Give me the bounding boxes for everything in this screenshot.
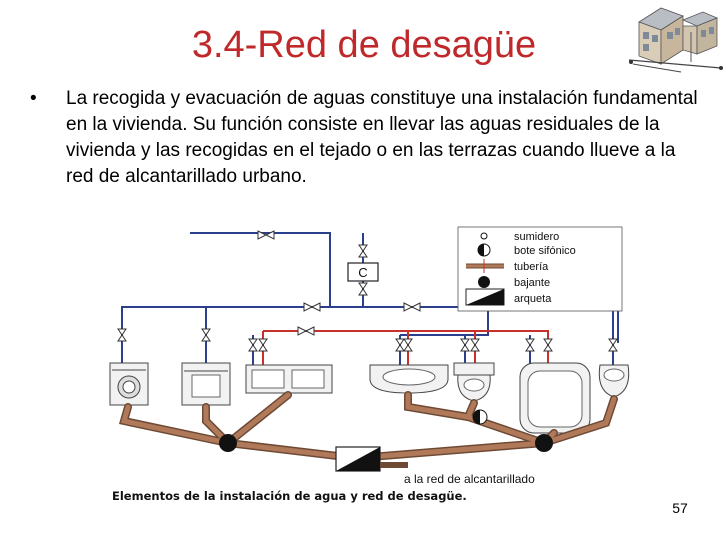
legend-label-sumidero: sumidero <box>514 231 559 243</box>
tuberia-icon <box>466 259 504 273</box>
sumidero-icon <box>480 232 488 240</box>
downpipe-node-right <box>535 434 553 452</box>
legend: sumidero bote sifónico tubería bajante a… <box>457 226 623 312</box>
bullet-text: La recogida y evacuación de aguas consti… <box>66 88 698 187</box>
bidet <box>598 364 630 398</box>
downpipe-node-left <box>219 434 237 452</box>
dishwasher <box>181 362 231 406</box>
valves <box>117 230 618 352</box>
bathtub <box>519 362 591 434</box>
legend-label-tuberia: tubería <box>514 261 549 273</box>
page-number: 57 <box>672 500 688 516</box>
drainage-network-diagram: C <box>108 225 728 515</box>
legend-label-arqueta: arqueta <box>514 293 552 305</box>
washing-machine <box>109 362 149 406</box>
drain-pipes <box>118 391 618 461</box>
manhole-box <box>335 446 381 472</box>
bullet-marker: • <box>30 88 37 109</box>
legend-label-bote-sifonico: bote sifónico <box>514 245 576 257</box>
toilet <box>453 362 495 402</box>
drainage-diagram-svg: C <box>109 226 630 486</box>
water-meter-label: C <box>358 265 367 280</box>
sewer-label: a la red de alcantarillado <box>404 472 535 486</box>
water-meter-box <box>347 262 379 282</box>
bajante-icon <box>478 276 490 288</box>
house-plumbing-illustration <box>621 2 728 74</box>
legend-label-bajante: bajante <box>514 277 550 289</box>
slide-title: 3.4-Red de desagüe <box>191 24 537 66</box>
house-illustration-svg <box>628 7 723 73</box>
siphonic-trap-symbol <box>472 409 488 425</box>
arqueta-icon <box>465 288 505 306</box>
diagram-caption: Elementos de la instalación de agua y re… <box>112 489 467 503</box>
washbasin <box>369 364 449 394</box>
kitchen-sink <box>245 364 333 394</box>
bote-sifonico-icon <box>477 243 491 257</box>
